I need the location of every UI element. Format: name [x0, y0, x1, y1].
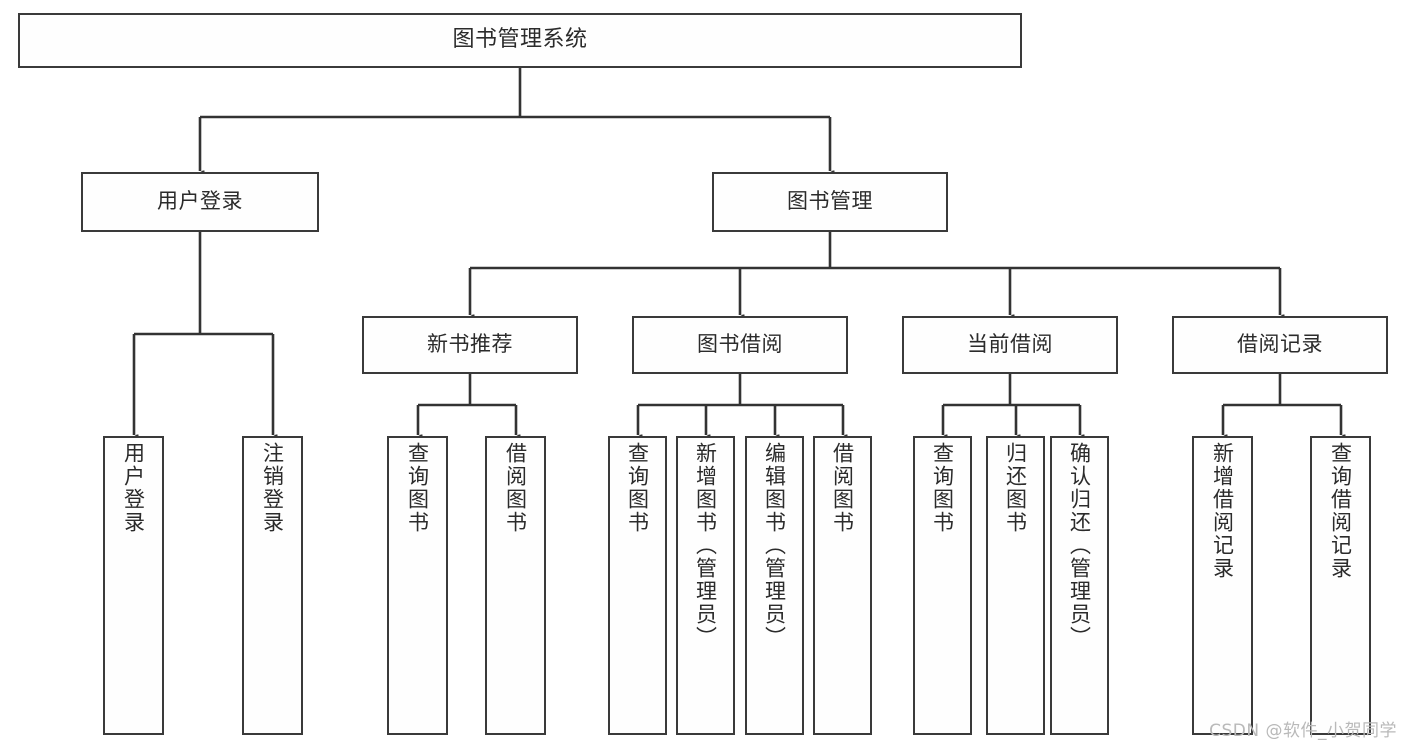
- node-root[interactable]: 图书管理系统: [18, 13, 1022, 68]
- node-borrow-record[interactable]: 借阅记录: [1172, 316, 1388, 374]
- node-leaf-return-book[interactable]: 归还图书: [986, 436, 1045, 735]
- node-leaf-edit-book[interactable]: 编辑图书（管理员）: [745, 436, 804, 735]
- node-label: 确认归还（管理员）: [1067, 442, 1092, 649]
- node-book-borrow[interactable]: 图书借阅: [632, 316, 848, 374]
- node-label: 图书借阅: [697, 332, 783, 357]
- node-user-login[interactable]: 用户登录: [81, 172, 319, 232]
- csdn-watermark: CSDN @软件_小贺同学: [1209, 721, 1397, 741]
- node-leaf-user-login[interactable]: 用户登录: [103, 436, 164, 735]
- node-new-book-recommend[interactable]: 新书推荐: [362, 316, 578, 374]
- node-label: 用户登录: [121, 442, 146, 534]
- node-leaf-query-book-3[interactable]: 查询图书: [913, 436, 972, 735]
- node-label: 注销登录: [260, 442, 285, 534]
- node-label: 查询图书: [405, 442, 430, 534]
- node-label: 用户登录: [157, 189, 243, 214]
- node-label: 图书管理: [787, 189, 873, 214]
- node-label: 新书推荐: [427, 332, 513, 357]
- node-label: 编辑图书（管理员）: [762, 442, 787, 649]
- node-label: 新增借阅记录: [1210, 442, 1235, 580]
- node-label: 查询借阅记录: [1328, 442, 1353, 580]
- node-label: 新增图书（管理员）: [693, 442, 718, 649]
- node-leaf-confirm-return[interactable]: 确认归还（管理员）: [1050, 436, 1109, 735]
- node-current-borrow[interactable]: 当前借阅: [902, 316, 1118, 374]
- node-label: 图书管理系统: [452, 27, 588, 53]
- node-label: 归还图书: [1003, 442, 1028, 534]
- node-label: 查询图书: [930, 442, 955, 534]
- node-leaf-query-book-1[interactable]: 查询图书: [387, 436, 448, 735]
- node-leaf-add-record[interactable]: 新增借阅记录: [1192, 436, 1253, 735]
- node-book-manage[interactable]: 图书管理: [712, 172, 948, 232]
- node-leaf-add-book[interactable]: 新增图书（管理员）: [676, 436, 735, 735]
- node-leaf-borrow-book-1[interactable]: 借阅图书: [485, 436, 546, 735]
- node-label: 借阅图书: [503, 442, 528, 534]
- node-leaf-query-record[interactable]: 查询借阅记录: [1310, 436, 1371, 735]
- node-leaf-borrow-book-2[interactable]: 借阅图书: [813, 436, 872, 735]
- node-label: 当前借阅: [967, 332, 1053, 357]
- node-leaf-query-book-2[interactable]: 查询图书: [608, 436, 667, 735]
- node-label: 借阅记录: [1237, 332, 1323, 357]
- node-label: 借阅图书: [830, 442, 855, 534]
- node-leaf-logout[interactable]: 注销登录: [242, 436, 303, 735]
- node-label: 查询图书: [625, 442, 650, 534]
